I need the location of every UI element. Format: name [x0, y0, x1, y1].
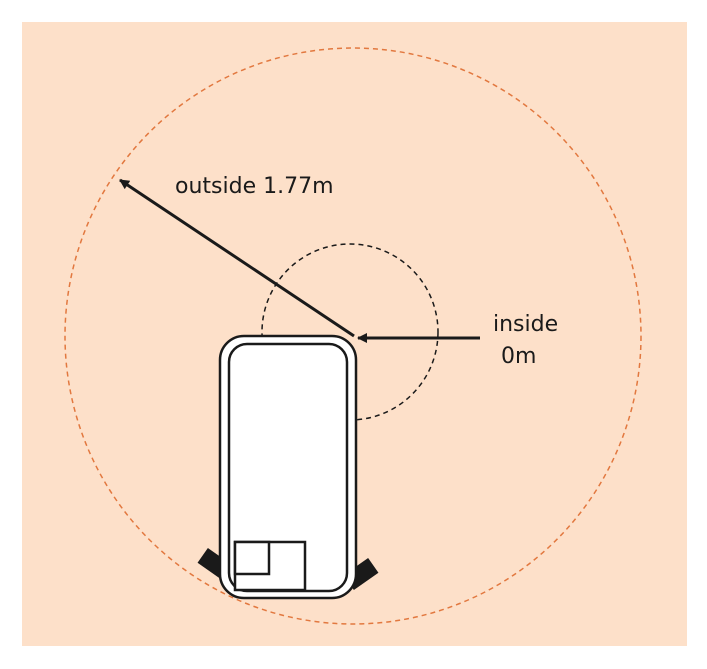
control-box-small	[233, 540, 271, 576]
arrow-outside	[119, 178, 355, 338]
label-inside: inside	[493, 312, 558, 337]
vehicle	[218, 334, 358, 600]
outer-turning-circle	[64, 47, 642, 625]
label-outside: outside 1.77m	[175, 174, 334, 199]
label-inside-value: 0m	[501, 344, 536, 369]
